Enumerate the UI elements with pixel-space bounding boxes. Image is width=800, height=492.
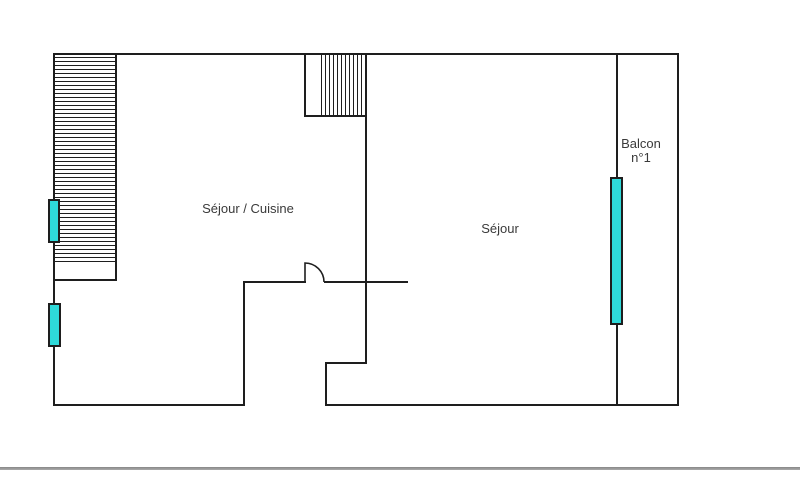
page-divider-line xyxy=(0,467,800,470)
room-label-balcon-line2: n°1 xyxy=(631,150,651,165)
wall-step-vertical-left xyxy=(243,281,245,406)
wall-notch-vertical xyxy=(325,362,327,406)
stairs-left-box xyxy=(53,53,117,281)
wall-notch-horizontal xyxy=(325,362,367,364)
room-label-sejour-cuisine: Séjour / Cuisine xyxy=(202,201,294,216)
window-left-upper xyxy=(48,199,60,243)
room-label-sejour: Séjour xyxy=(481,221,519,236)
wall-right xyxy=(677,53,679,406)
stairs-hatch-icon xyxy=(321,55,365,115)
window-left-lower xyxy=(48,303,61,347)
door-swing-icon xyxy=(304,262,325,283)
room-label-balcon: Balcon n°1 xyxy=(615,137,667,165)
wall-bottom-right xyxy=(325,404,678,406)
wall-balcony-lower xyxy=(616,324,618,406)
window-balcony xyxy=(610,177,623,325)
wall-door-left-jamb xyxy=(243,281,306,283)
room-label-balcon-line1: Balcon xyxy=(621,136,661,151)
wall-balcony-upper xyxy=(616,53,618,178)
stairs-top-box xyxy=(304,53,367,117)
wall-room-divider xyxy=(365,53,367,364)
stairs-hatch-icon xyxy=(55,57,115,264)
wall-bottom-left xyxy=(53,404,245,406)
